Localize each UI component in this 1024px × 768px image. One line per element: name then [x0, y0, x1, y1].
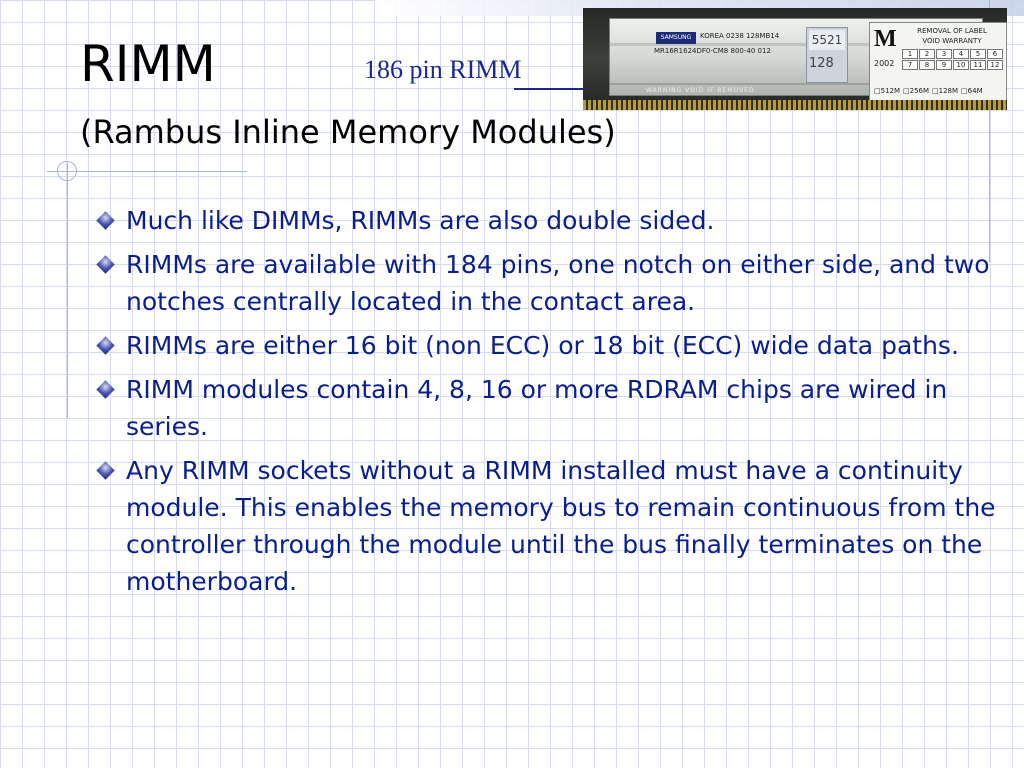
warranty-grid-cell: 10	[953, 60, 969, 70]
module-sticker: 5521 128	[806, 27, 848, 83]
bullet-item: RIMM modules contain 4, 8, 16 or more RD…	[96, 371, 996, 445]
warranty-grid-cell: 4	[953, 49, 969, 59]
warranty-size-option: □128M	[932, 87, 959, 95]
warranty-logo: M	[874, 26, 897, 52]
warranty-grid-cell: 9	[936, 60, 952, 70]
diamond-bullet-icon	[96, 380, 115, 399]
image-caption: 186 pin RIMM	[364, 55, 522, 84]
rimm-module-photo: SAMSUNG KOREA 0238 128MB14 MR16R1624DF0-…	[583, 8, 1007, 110]
diamond-bullet-icon	[96, 336, 115, 355]
bullet-text: Much like DIMMs, RIMMs are also double s…	[126, 206, 715, 235]
bullet-text: RIMMs are available with 184 pins, one n…	[126, 250, 990, 316]
warranty-grid-cell: 7	[902, 60, 918, 70]
slide-subtitle: (Rambus Inline Memory Modules)	[80, 113, 616, 151]
left-decorative-line	[67, 163, 68, 418]
warranty-grid-cell: 6	[987, 49, 1003, 59]
warranty-grid-cell: 8	[919, 60, 935, 70]
bullet-item: RIMMs are available with 184 pins, one n…	[96, 246, 996, 320]
slide-title: RIMM	[80, 35, 216, 93]
bullet-text: Any RIMM sockets without a RIMM installe…	[126, 456, 996, 596]
warranty-size-option: □512M	[874, 87, 901, 95]
warranty-grid-cell: 3	[936, 49, 952, 59]
diamond-bullet-icon	[96, 255, 115, 274]
warranty-size-option: □64M	[961, 87, 983, 95]
module-print-line2: MR16R1624DF0-CM8 800-40 012	[654, 47, 771, 55]
warranty-size-option: □256M	[903, 87, 930, 95]
diamond-bullet-icon	[96, 211, 115, 230]
warranty-grid-cell: 2	[919, 49, 935, 59]
module-contact-edge	[583, 100, 1007, 110]
warranty-line1: REMOVAL OF LABEL	[917, 27, 987, 35]
right-decorative-line	[989, 0, 990, 262]
bullet-item: Much like DIMMs, RIMMs are also double s…	[96, 202, 996, 239]
module-print-line1: KOREA 0238 128MB14	[700, 32, 780, 40]
diamond-bullet-icon	[96, 461, 115, 480]
bullet-item: RIMMs are either 16 bit (non ECC) or 18 …	[96, 327, 996, 364]
bullet-item: Any RIMM sockets without a RIMM installe…	[96, 452, 996, 600]
sticker-capacity: 128	[809, 56, 834, 71]
sticker-number: 5521	[809, 30, 845, 50]
module-bottom-print: WARNING VOID IF REMOVED	[646, 87, 755, 94]
warranty-year: 2002	[874, 59, 895, 68]
warranty-grid-cell: 5	[970, 49, 986, 59]
caption-pointer-line	[514, 88, 586, 90]
bullet-list: Much like DIMMs, RIMMs are also double s…	[96, 202, 996, 607]
decorative-circle	[57, 161, 77, 181]
title-divider-line	[47, 171, 247, 172]
bullet-text: RIMM modules contain 4, 8, 16 or more RD…	[126, 375, 948, 441]
warranty-grid-cell: 12	[987, 60, 1003, 70]
warranty-grid-cell: 1	[902, 49, 918, 59]
warranty-grid-cell: 11	[970, 60, 986, 70]
module-brand-label: SAMSUNG	[656, 32, 696, 44]
warranty-size-options: □512M□256M□128M□64M	[874, 87, 986, 95]
bullet-text: RIMMs are either 16 bit (non ECC) or 18 …	[126, 331, 959, 360]
warranty-line2: VOID WARRANTY	[922, 37, 982, 45]
